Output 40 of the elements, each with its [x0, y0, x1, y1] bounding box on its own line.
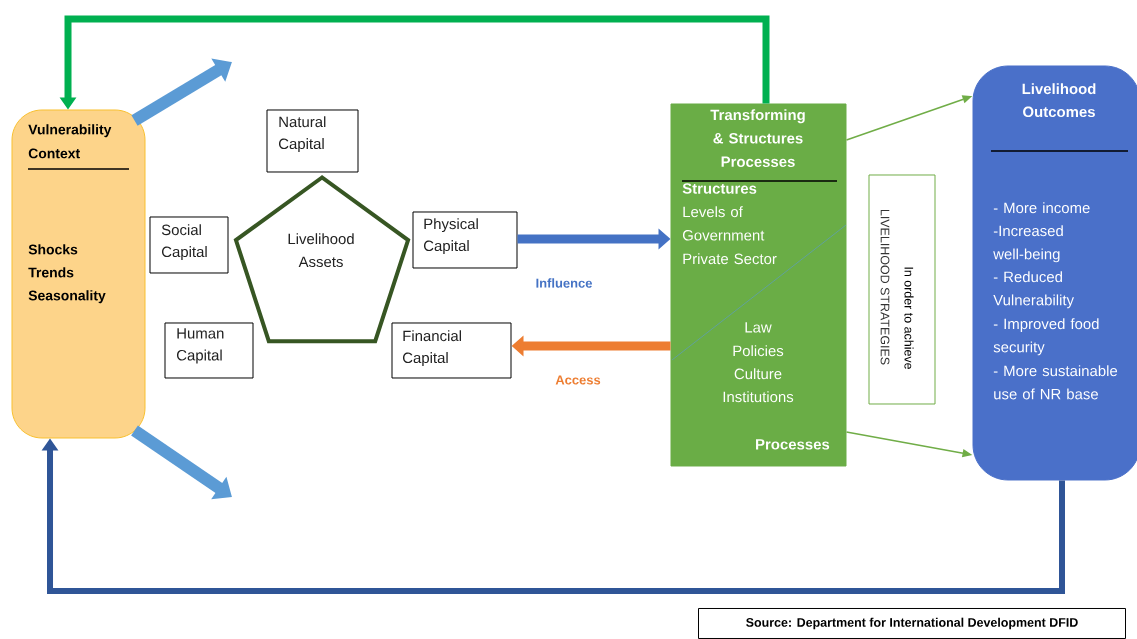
box-title: Vulnerability Context [28, 124, 112, 159]
list-item: Policies [733, 345, 784, 357]
rotated-label: LIVELIHOOD STRATEGIES [880, 209, 890, 365]
box-label: Social Capital [161, 224, 207, 261]
context-box [11, 109, 146, 439]
box-title: Transforming & Structures Processes [710, 109, 805, 167]
capital-box [164, 322, 254, 379]
list-item: Shocks [28, 244, 78, 255]
source-note: Source: Department for International Development DFID [698, 608, 1126, 639]
box-label: Human Capital [176, 328, 224, 364]
rotated-label: In order to achieve [904, 267, 914, 369]
list-item: Institutions [723, 391, 794, 403]
section-heading: Processes [756, 439, 830, 450]
list-item: Law [745, 322, 772, 333]
list-item: - Reduced Vulnerability [993, 271, 1074, 309]
list-item: - Improved food security [993, 318, 1099, 356]
strategy-box [868, 174, 936, 405]
edge-label: Influence [534, 277, 594, 289]
list-item: Trends [28, 267, 74, 278]
list-item: Seasonality [28, 290, 106, 304]
capital-box [149, 216, 229, 274]
list-item: -Increased well-being [993, 225, 1063, 263]
list-item: Culture [734, 368, 782, 380]
list-item: Levels of Government [682, 206, 765, 241]
capital-box [412, 211, 518, 269]
capital-box [266, 109, 359, 173]
list-item: - More income [993, 202, 1090, 214]
section-heading: Structures [682, 183, 757, 194]
list-item: Private Sector [683, 253, 777, 265]
capital-box [391, 322, 512, 379]
box-label: Physical Capital [423, 218, 478, 255]
edge-label: Access [554, 374, 602, 386]
arrow [131, 58, 232, 126]
outcome-box [972, 65, 1137, 481]
list-item: - More sustainable use of NR base [993, 365, 1118, 400]
box-label: Natural Capital [278, 116, 326, 153]
box-label: Livelihood Assets [288, 233, 354, 268]
box-label: Financial Capital [402, 330, 461, 367]
box-title: Livelihood Outcomes [1022, 83, 1096, 118]
process-box [670, 103, 847, 467]
